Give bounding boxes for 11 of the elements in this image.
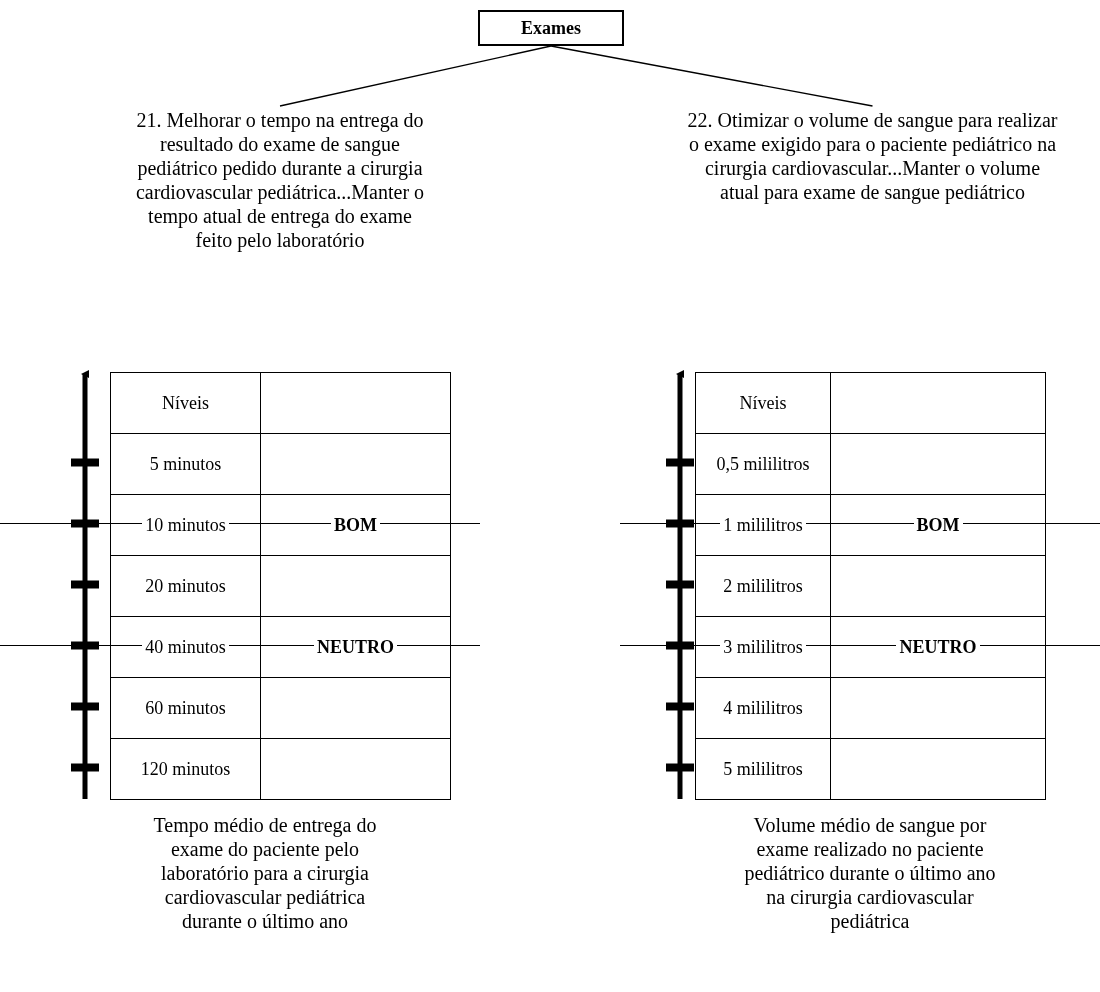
title-box: Exames: [478, 10, 624, 46]
objective-text: 21. Melhorar o tempo na entrega do resultado do exame de sangue pediátrico pedido durante a cirurgia cardiovascular pediátrica...Manter o tempo atual de entrega do exame feito pelo laboratório: [130, 108, 430, 252]
scale-description: Tempo médio de entrega do exame do paciente pelo laboratório para a cirurgia cardiovascular pediátrica durante o último ano: [152, 813, 378, 933]
table-cell: Níveis: [695, 372, 831, 434]
table-cell: Níveis: [110, 372, 261, 434]
connector-line: [279, 45, 552, 107]
table-cell: 5 mililitros: [695, 738, 831, 800]
connector-line: [550, 45, 874, 107]
table-cell: 120 minutos: [110, 738, 261, 800]
scale-description: Volume médio de sangue por exame realizado no paciente pediátrico durante o último ano na cirurgia cardiovascular pediátrica: [743, 813, 997, 933]
objective-text: 22. Otimizar o volume de sangue para realizar o exame exigido para o paciente pediátrico na cirurgia cardiovascular...Manter o volume atual para exame de sangue pediátrico: [685, 108, 1060, 204]
